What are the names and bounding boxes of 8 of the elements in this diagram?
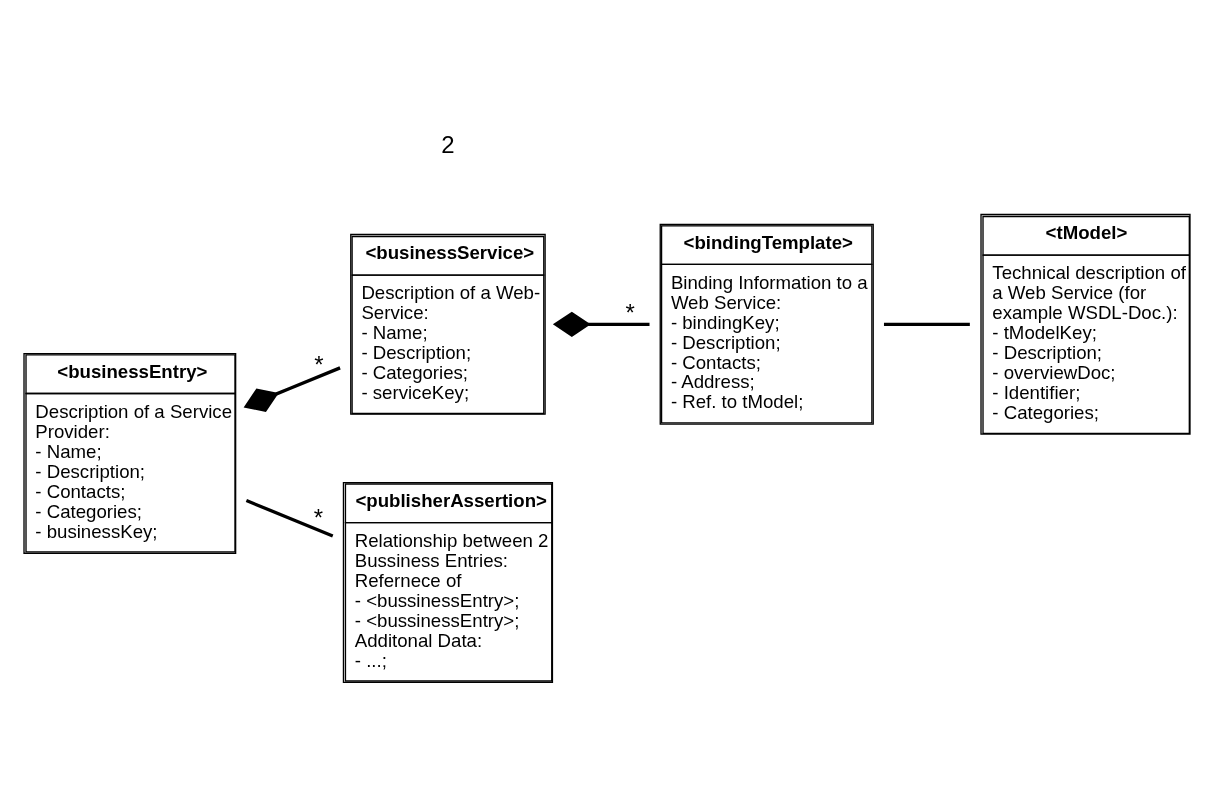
connector [552, 311, 650, 337]
edge-label: * [625, 298, 635, 326]
edge-label: * [313, 503, 323, 531]
label: 2 [441, 130, 455, 158]
connector [243, 365, 341, 412]
connector [883, 322, 970, 326]
edge-label: * [314, 350, 324, 378]
connector [245, 498, 334, 537]
